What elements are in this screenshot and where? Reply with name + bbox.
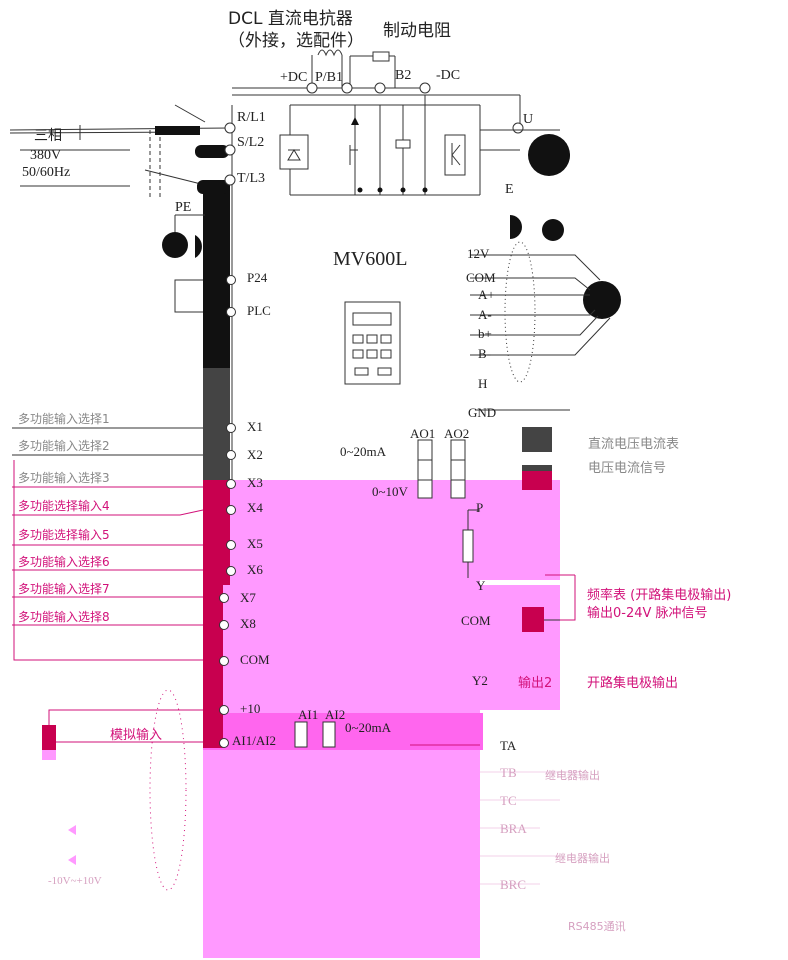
terminal-x4-label: X4 bbox=[247, 500, 263, 515]
terminal-ai-dot bbox=[219, 738, 229, 748]
terminal-x8-dot bbox=[219, 620, 229, 630]
control-bus-crimson-lower bbox=[203, 585, 223, 748]
terminal-com2-label: COM bbox=[461, 613, 491, 628]
bus-minus-dc: -DC bbox=[436, 68, 461, 83]
terminal-u-label: U bbox=[523, 112, 534, 127]
terminal-a-minus-label: A- bbox=[478, 307, 492, 322]
dcl-note: （外接，选配件） bbox=[228, 31, 364, 51]
input-label-3: 多功能输入选择3 bbox=[18, 471, 110, 485]
input-label-7: 多功能输入选择7 bbox=[18, 582, 110, 596]
terminal-x2-label: X2 bbox=[247, 447, 263, 462]
magenta-overlay-strip2 bbox=[480, 585, 560, 710]
note-relay2: 继电器输出 bbox=[555, 852, 610, 865]
terminal-p24-label: P24 bbox=[247, 270, 268, 285]
terminal-a-plus-label: A+ bbox=[478, 287, 495, 302]
power-freq-label: 50/60Hz bbox=[22, 165, 71, 180]
dcl-reactor-title: DCL 直流电抗器 bbox=[228, 9, 353, 29]
terminal-r-label: R/L1 bbox=[237, 110, 266, 125]
terminal-com-label: COM bbox=[240, 652, 270, 667]
model-label: MV600L bbox=[333, 248, 408, 270]
brake-resistor-label: 制动电阻 bbox=[383, 21, 451, 41]
terminal-x2-dot bbox=[226, 450, 236, 460]
note-relay: 继电器输出 bbox=[545, 769, 600, 782]
terminal-x4-dot bbox=[226, 505, 236, 515]
note-range: -10V~+10V bbox=[48, 875, 102, 887]
terminal-x6-label: X6 bbox=[247, 562, 263, 577]
control-bus-black bbox=[203, 183, 230, 368]
terminal-plc-label: PLC bbox=[247, 303, 271, 318]
note-rs485: RS485通讯 bbox=[568, 920, 626, 933]
terminal-x8-label: X8 bbox=[240, 616, 256, 631]
input-label-2: 多功能输入选择2 bbox=[18, 439, 110, 453]
jumper-ai2-label: AI2 bbox=[325, 707, 346, 722]
terminal-brc-label: BRC bbox=[500, 877, 527, 892]
input-label-5: 多功能选择输入5 bbox=[18, 528, 110, 542]
magenta-overlay-lower bbox=[203, 750, 480, 958]
input-label-1: 多功能输入选择1 bbox=[18, 412, 110, 426]
terminal-x6-dot bbox=[226, 566, 236, 576]
note-meter: 直流电压电流表 bbox=[588, 437, 680, 452]
terminal-y2-label: Y2 bbox=[472, 673, 488, 688]
terminal-p10-dot bbox=[219, 705, 229, 715]
terminal-12v-label: 12V bbox=[467, 246, 490, 261]
bus-b2: B2 bbox=[395, 68, 412, 83]
terminal-ao1-label: AO1 bbox=[410, 426, 436, 441]
terminal-x3-label: X3 bbox=[247, 475, 263, 490]
terminal-p-label: P bbox=[476, 500, 484, 515]
note-pulse: 输出0-24V 脉冲信号 bbox=[587, 606, 708, 621]
terminal-t-label: T/L3 bbox=[237, 171, 265, 186]
note-freq-meter: 频率表 (开路集电极输出) bbox=[587, 588, 732, 603]
terminal-com-dot bbox=[219, 656, 229, 666]
terminal-x7-label: X7 bbox=[240, 590, 256, 605]
terminal-ao2-label: AO2 bbox=[444, 426, 470, 441]
magenta-overlay-upper bbox=[203, 480, 480, 715]
terminal-p10-label: +10 bbox=[240, 701, 261, 716]
terminal-bra-label: BRA bbox=[500, 821, 527, 836]
terminal-enc-com-label: COM bbox=[466, 270, 496, 285]
bus-plus-dc: +DC bbox=[280, 70, 308, 85]
ao-voltage-range: 0~10V bbox=[372, 484, 408, 499]
terminal-x5-dot bbox=[226, 540, 236, 550]
note-signal: 电压电流信号 bbox=[588, 461, 667, 476]
note-open-collector: 开路集电极输出 bbox=[587, 676, 679, 691]
note-analog-input: 模拟输入 bbox=[110, 728, 163, 743]
terminal-pe-label: PE bbox=[175, 200, 192, 215]
input-label-4: 多功能选择输入4 bbox=[18, 499, 110, 513]
terminal-s-label: S/L2 bbox=[237, 135, 265, 150]
terminal-tc-label: TC bbox=[500, 793, 517, 808]
terminal-x7-dot bbox=[219, 593, 229, 603]
terminal-y-label: Y bbox=[476, 578, 486, 593]
terminal-x5-label: X5 bbox=[247, 536, 263, 551]
terminal-tb-label: TB bbox=[500, 765, 517, 780]
terminal-plc-dot bbox=[226, 307, 236, 317]
terminal-x3-dot bbox=[226, 479, 236, 489]
terminal-x1-label: X1 bbox=[247, 419, 263, 434]
control-bus-grey bbox=[203, 368, 230, 480]
input-label-8: 多功能输入选择8 bbox=[18, 610, 110, 624]
input-label-6: 多功能输入选择6 bbox=[18, 555, 110, 569]
terminal-b-plus-label: b+ bbox=[478, 326, 492, 341]
power-voltage-label: 380V bbox=[30, 148, 62, 163]
bus-p-b1: P/B1 bbox=[315, 70, 344, 85]
jumper-ai1-label: AI1 bbox=[298, 707, 319, 722]
terminal-h-label: H bbox=[478, 376, 488, 391]
terminal-x1-dot bbox=[226, 423, 236, 433]
terminal-p24-dot bbox=[226, 275, 236, 285]
terminal-b-minus-label: B- bbox=[478, 346, 491, 361]
ai-current-range: 0~20mA bbox=[345, 720, 392, 735]
ao-current-range: 0~20mA bbox=[340, 444, 387, 459]
control-bus-crimson bbox=[203, 480, 230, 585]
magenta-overlay-strip bbox=[480, 480, 560, 580]
terminal-gnd-label: GND bbox=[468, 405, 497, 420]
terminal-e-label: E bbox=[505, 182, 514, 197]
magenta-overlay-band bbox=[203, 713, 483, 750]
terminal-ta-label: TA bbox=[500, 738, 517, 753]
terminal-ai-label: AI1/AI2 bbox=[232, 733, 277, 748]
power-phase-label: 三相 bbox=[34, 128, 62, 144]
note-output2: 输出2 bbox=[518, 676, 553, 691]
